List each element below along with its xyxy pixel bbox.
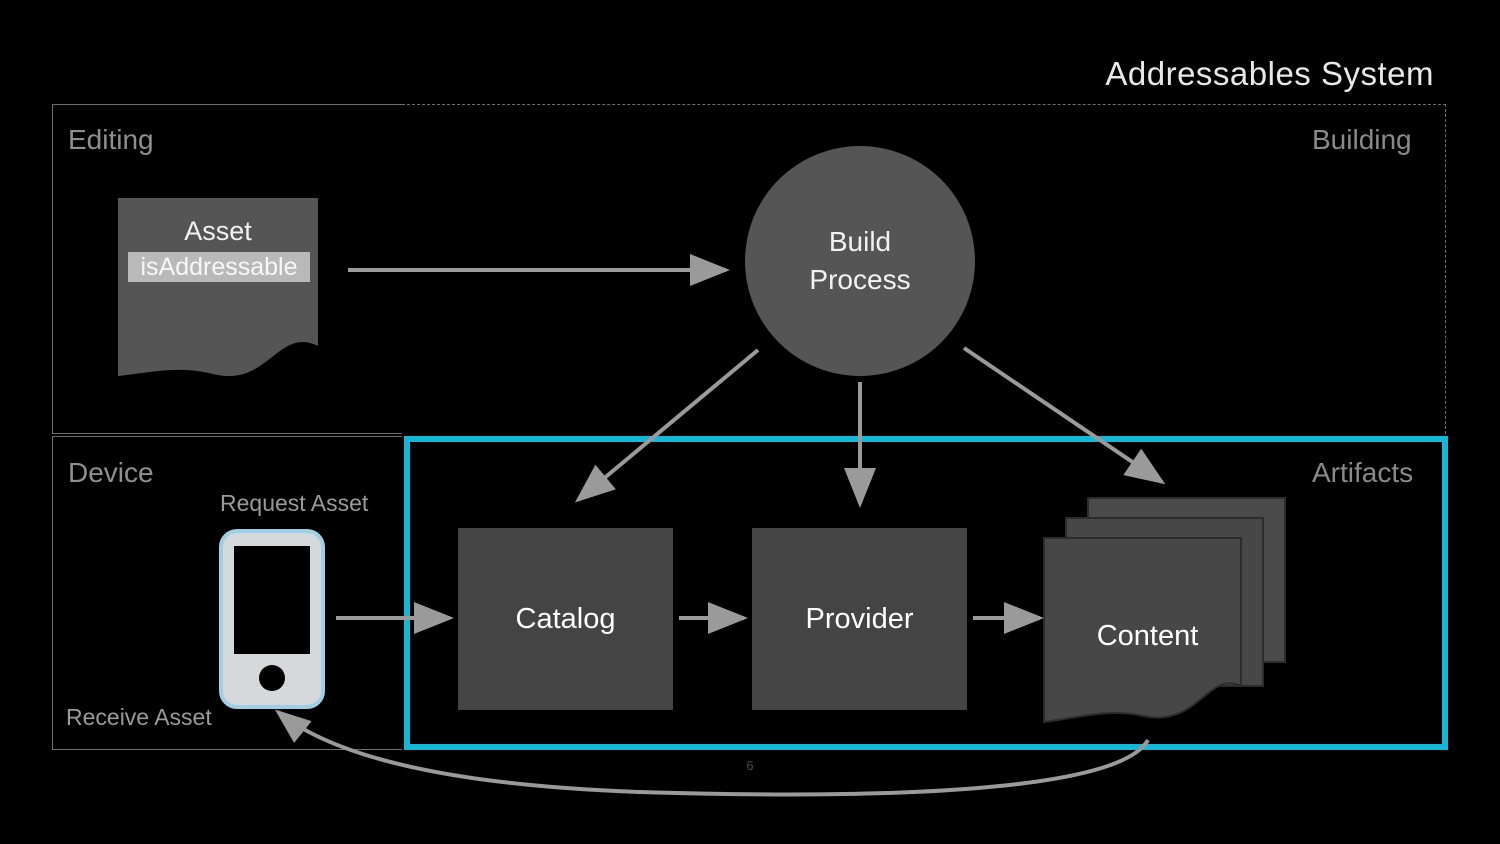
asset-document-shape bbox=[118, 198, 318, 376]
page-number: 6 bbox=[746, 758, 754, 773]
page-title: Addressables System bbox=[1105, 55, 1434, 92]
panel-label-device: Device bbox=[68, 457, 154, 488]
edge-label-request-asset: Request Asset bbox=[220, 490, 369, 516]
edge-label-receive-asset: Receive Asset bbox=[66, 704, 212, 730]
build-process-line1: Build bbox=[828, 226, 892, 258]
panel-label-editing: Editing bbox=[68, 124, 154, 155]
content-label: Content bbox=[1096, 620, 1199, 652]
panel-editing bbox=[52, 104, 402, 434]
build-process-node[interactable]: Build Process bbox=[745, 146, 975, 376]
panel-label-artifacts: Artifacts bbox=[1312, 457, 1414, 488]
mobile-device-node[interactable] bbox=[218, 528, 326, 710]
asset-title: Asset bbox=[184, 216, 252, 246]
catalog-node[interactable]: Catalog bbox=[458, 528, 673, 710]
panel-device bbox=[52, 436, 402, 750]
asset-is-addressable-field[interactable]: isAddressable bbox=[128, 252, 310, 282]
provider-node[interactable]: Provider bbox=[752, 528, 967, 710]
content-document-stack[interactable] bbox=[1040, 490, 1290, 740]
panel-label-building: Building bbox=[1312, 124, 1412, 155]
panel-building bbox=[402, 104, 1446, 434]
build-process-line2: Process bbox=[809, 264, 911, 295]
